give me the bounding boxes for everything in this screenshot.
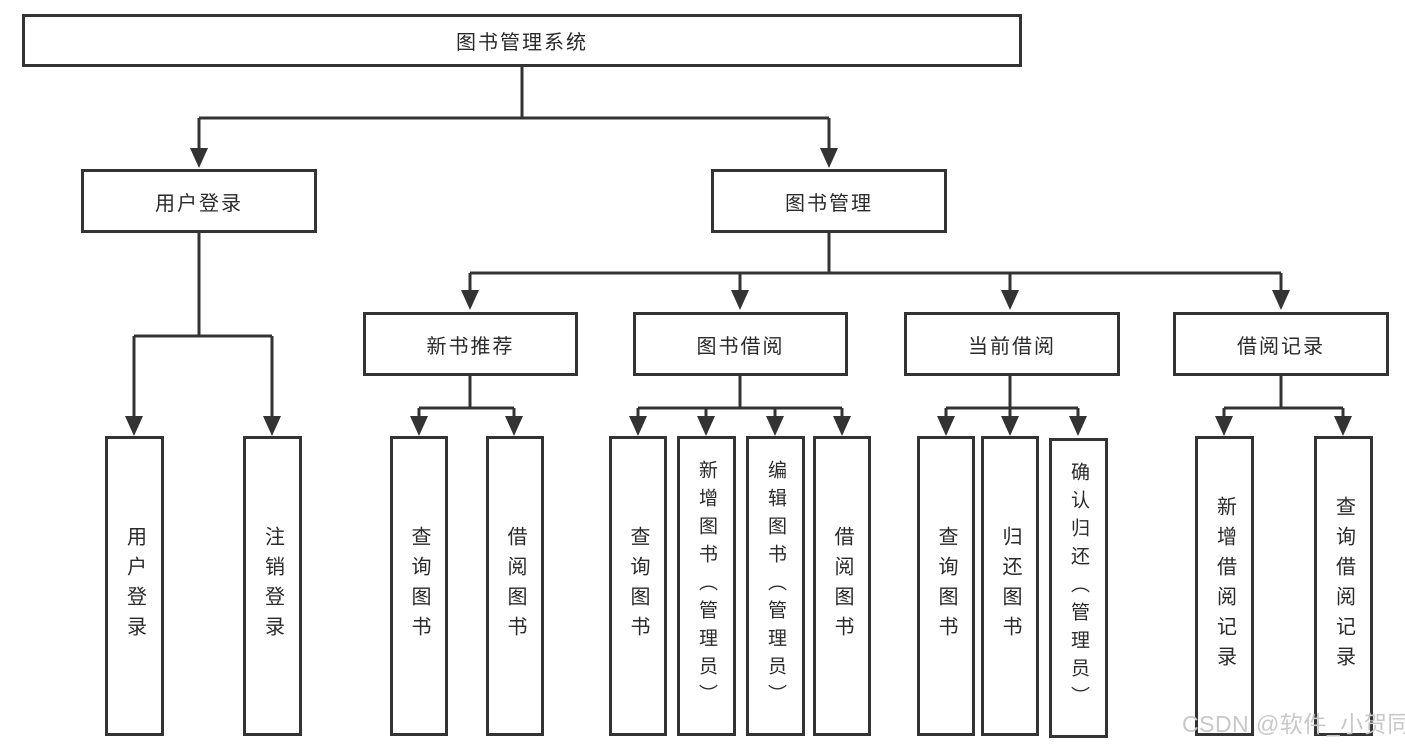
arrowheads [125, 148, 1352, 436]
node-user-login: 用户登录 [81, 169, 317, 233]
leaf-query-borrow-record: 查询借阅记录 [1314, 436, 1373, 736]
leaf-logout: 注销登录 [243, 436, 302, 736]
node-root-label: 图书管理系统 [456, 32, 588, 54]
node-book-borrow: 图书借阅 [633, 312, 848, 376]
leaf-add-borrow-record: 新增借阅记录 [1195, 436, 1254, 736]
leaf-edit-book-admin: 编辑图书（管理员） [746, 436, 805, 736]
csdn-watermark: CSDN @软件_小贺同学 [1182, 711, 1405, 737]
leaf-query-books-borrow: 查询图书 [609, 436, 667, 736]
node-book-management: 图书管理 [711, 169, 947, 233]
node-user-login-label: 用户登录 [155, 192, 243, 215]
leaf-return-books: 归还图书 [981, 436, 1039, 736]
node-root-system: 图书管理系统 [22, 14, 1022, 67]
node-current-borrow: 当前借阅 [904, 312, 1120, 376]
node-book-borrow-label: 图书借阅 [696, 335, 785, 358]
leaf-borrow-books: 借阅图书 [813, 436, 871, 736]
node-borrow-records-label: 借阅记录 [1237, 335, 1325, 358]
node-new-book-recommend: 新书推荐 [363, 312, 578, 376]
node-borrow-records: 借阅记录 [1173, 312, 1389, 376]
leaf-query-books-recommend: 查询图书 [390, 436, 448, 736]
node-current-borrow-label: 当前借阅 [968, 335, 1056, 358]
leaf-user-login: 用户登录 [105, 436, 164, 736]
node-book-management-label: 图书管理 [785, 192, 873, 215]
leaf-confirm-return-admin: 确认归还（管理员） [1049, 438, 1108, 738]
leaf-query-books-current: 查询图书 [917, 436, 975, 736]
leaf-add-book-admin: 新增图书（管理员） [677, 436, 736, 736]
leaf-borrow-books-recommend: 借阅图书 [486, 436, 544, 736]
node-new-book-recommend-label: 新书推荐 [426, 335, 515, 358]
